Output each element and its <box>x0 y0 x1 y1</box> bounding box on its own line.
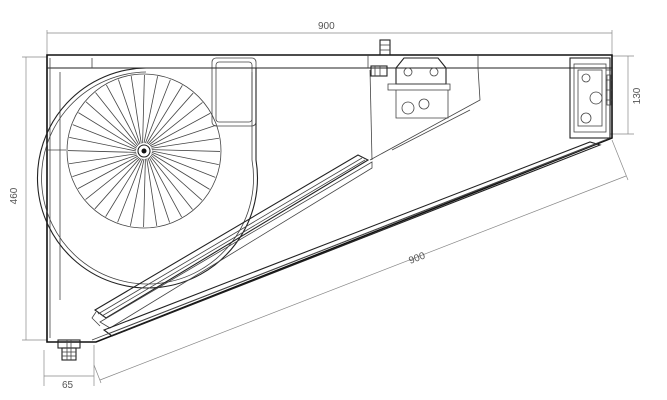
fan-blade <box>146 85 183 144</box>
fan-blade <box>105 158 142 217</box>
fan-blade <box>150 125 216 148</box>
dimension-top-width: 900 <box>46 21 613 55</box>
fan-blade <box>69 153 137 165</box>
fan-blade <box>106 84 140 146</box>
fan-wheel <box>66 73 222 229</box>
dimension-bottom-offset: 65 <box>43 345 95 391</box>
fan-blade <box>85 101 138 148</box>
fan-blade <box>130 76 142 144</box>
fan-blade <box>118 79 141 145</box>
fan-blade <box>148 156 182 218</box>
fan-blade <box>72 154 138 177</box>
fan-blade <box>151 152 216 178</box>
dimension-diagonal: 900 <box>93 139 629 384</box>
dimension-label-diagonal: 900 <box>407 250 427 266</box>
fan-blade <box>94 157 141 210</box>
dimension-label-box-height: 130 <box>632 87 643 104</box>
fan-blade <box>147 157 170 223</box>
drain-fitting <box>57 339 81 361</box>
fan-blade <box>67 150 137 153</box>
fan-blade <box>146 158 158 226</box>
fan-blade <box>130 158 145 226</box>
fan-blade <box>69 137 137 152</box>
electrical-box <box>569 57 612 139</box>
fan-blade <box>142 74 145 144</box>
housing-outline <box>46 54 613 343</box>
fan-blade <box>151 153 210 190</box>
fan-blade <box>117 158 143 223</box>
fan-blade <box>150 154 203 201</box>
fan-blade <box>143 76 158 144</box>
fan-blade <box>151 150 219 165</box>
dimension-height: 460 <box>9 56 47 341</box>
fan-blade <box>77 155 139 189</box>
inner-panels <box>59 57 481 300</box>
mounting-bracket <box>387 57 451 119</box>
dimension-label-height: 460 <box>9 187 20 204</box>
fan-blade <box>147 92 194 145</box>
fan-blade <box>149 113 211 147</box>
dimension-label-top-width: 900 <box>318 21 335 32</box>
fan-blade <box>145 79 171 144</box>
dimension-box-height: 130 <box>610 55 643 135</box>
fan-blade <box>78 112 137 149</box>
top-fitting <box>370 39 391 77</box>
drain-tray <box>91 137 611 341</box>
fan-blade <box>151 149 221 152</box>
fan-blade <box>149 155 193 210</box>
fan-blade <box>85 156 140 200</box>
fan-blade <box>72 124 137 150</box>
fan-blade <box>148 102 203 146</box>
fan-blade <box>95 92 139 147</box>
dimension-label-bottom-offset: 65 <box>62 380 74 391</box>
filter-frame <box>91 154 373 329</box>
fan-blade <box>143 158 146 228</box>
fan-scroll <box>36 67 259 289</box>
fan-blade <box>151 137 219 149</box>
